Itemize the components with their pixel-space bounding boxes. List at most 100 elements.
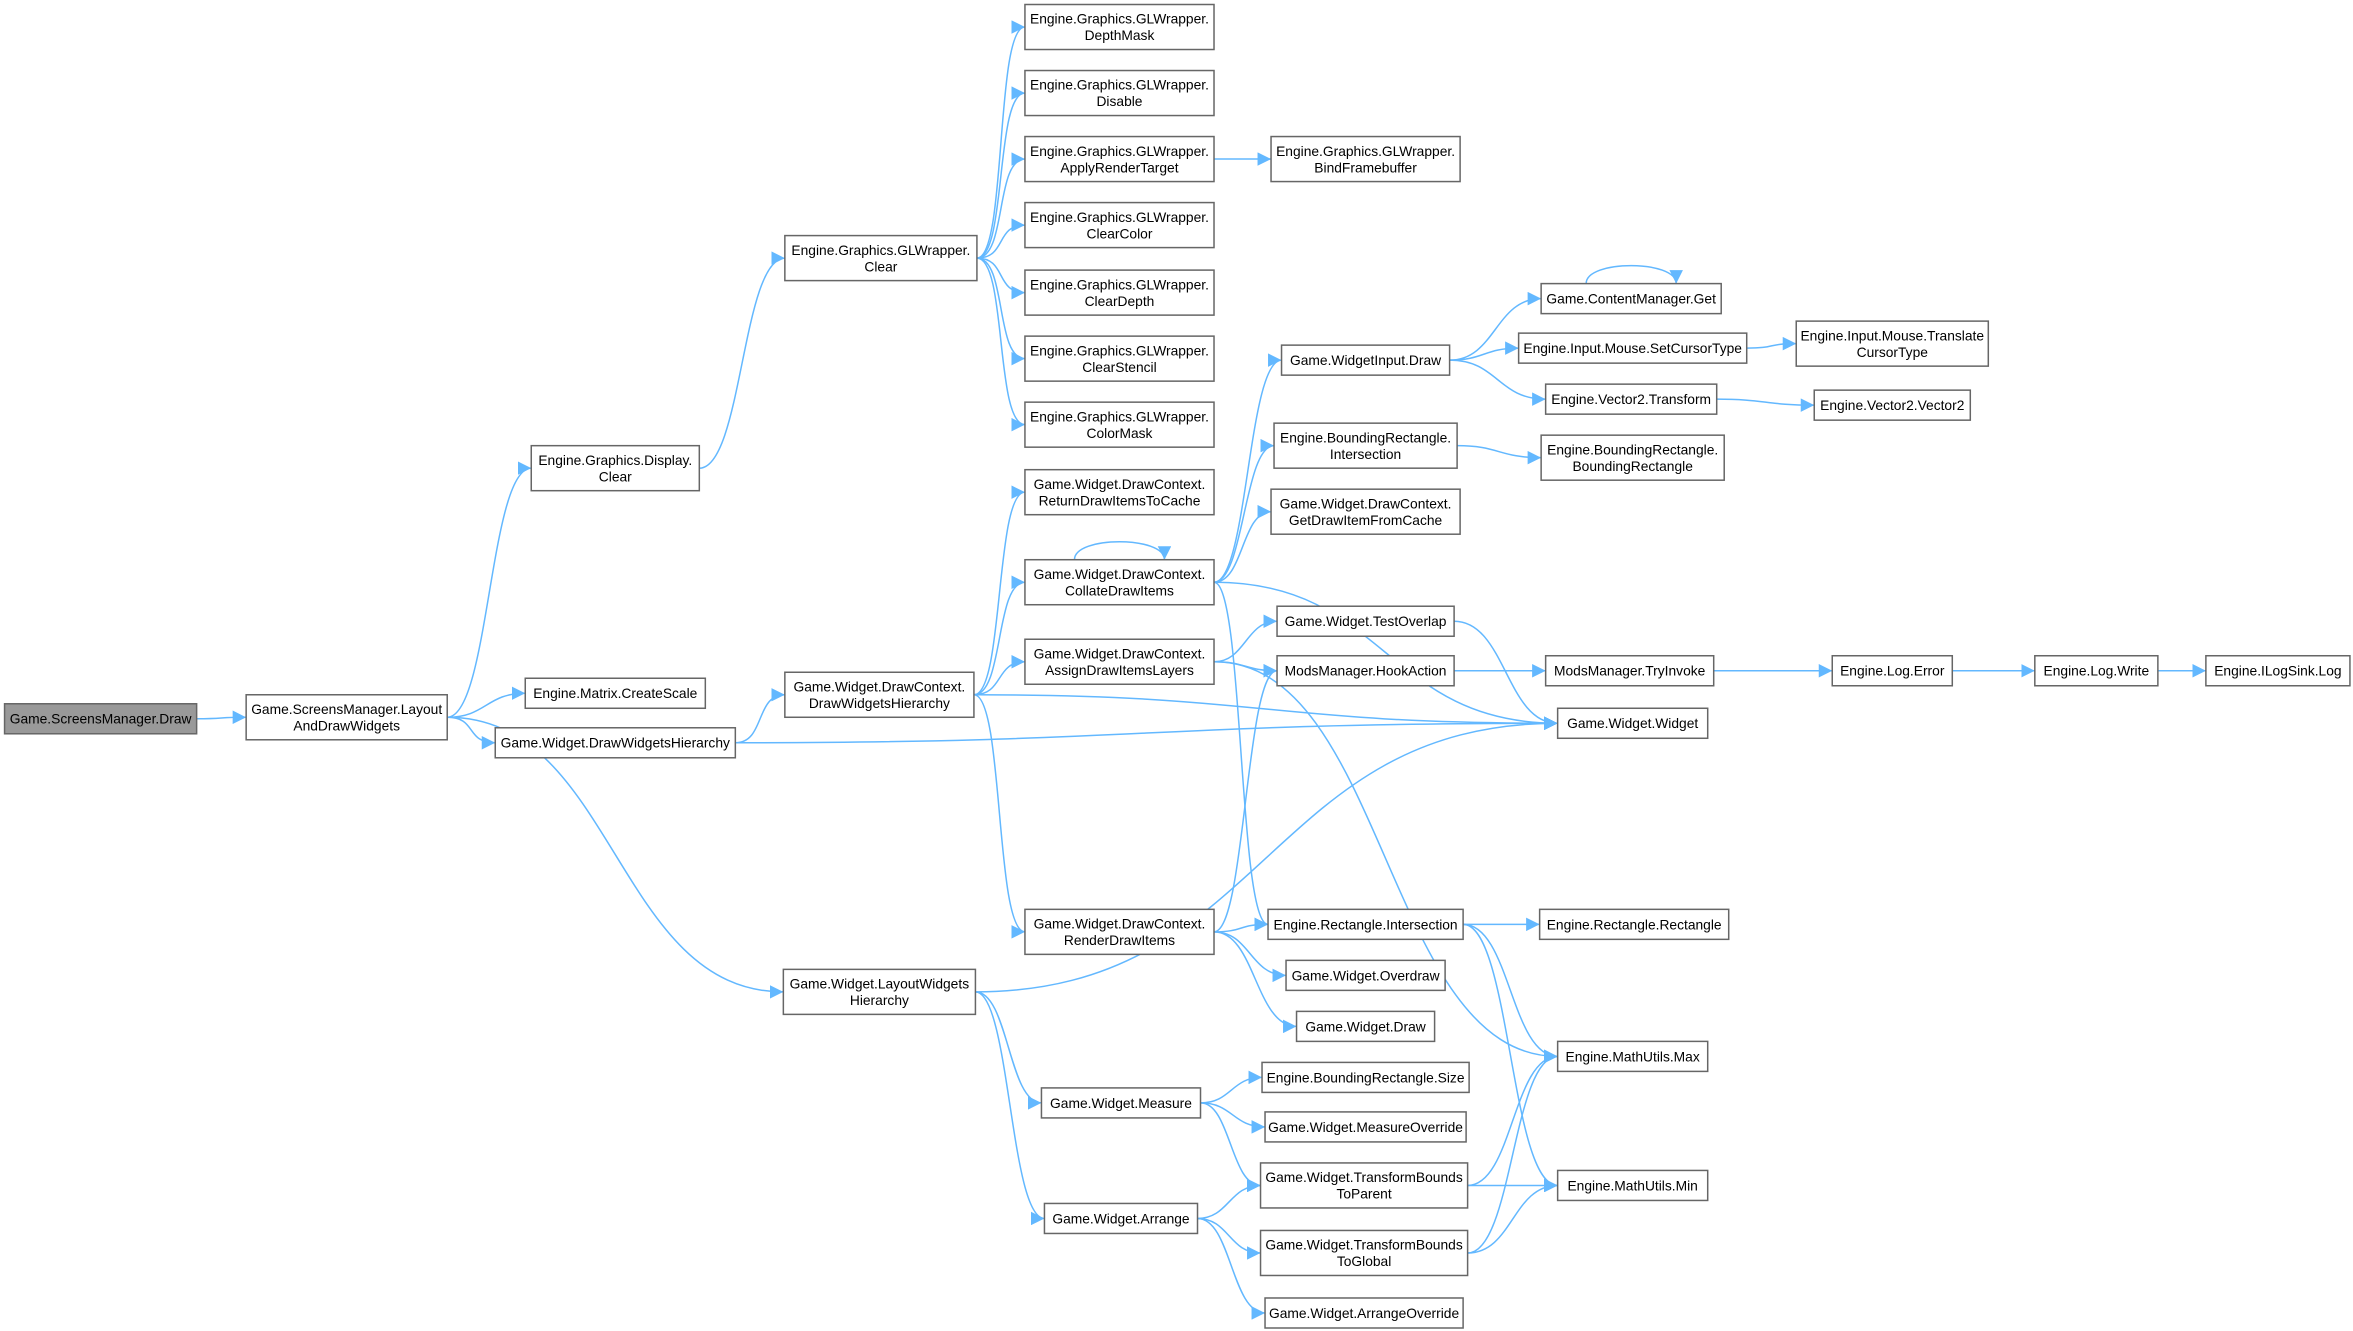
node-label: ApplyRenderTarget xyxy=(1060,160,1178,175)
edge-n14-to-n16 xyxy=(973,575,1026,696)
node-label: AssignDrawItemsLayers xyxy=(1045,663,1194,678)
node-game-screensmanager-draw[interactable]: Game.ScreensManager.Draw xyxy=(3,703,198,735)
node-engine-graphics-display-clear[interactable]: Engine.Graphics.Display.Clear xyxy=(530,444,701,492)
node-game-widgetinput-draw[interactable]: Game.WidgetInput.Draw xyxy=(1280,344,1451,376)
node-engine-boundingrectangle-intersection[interactable]: Engine.BoundingRectangle.Intersection xyxy=(1273,422,1458,469)
node-engine-graphics-glwrapper-bindframebuffer[interactable]: Engine.Graphics.GLWrapper.BindFramebuffe… xyxy=(1270,135,1461,183)
node-engine-graphics-glwrapper-disable[interactable]: Engine.Graphics.GLWrapper.Disable xyxy=(1024,69,1215,117)
node-label: BindFramebuffer xyxy=(1314,160,1417,175)
node-label: Game.Widget.DrawContext. xyxy=(1034,646,1206,661)
node-engine-mathutils-max[interactable]: Engine.MathUtils.Max xyxy=(1556,1040,1709,1073)
node-game-widget-drawcontext-assigndrawitemslayers[interactable]: Game.Widget.DrawContext. AssignDrawItemsL… xyxy=(1024,638,1215,686)
node-box xyxy=(1024,558,1215,606)
edge-n39-to-n41 xyxy=(975,991,1045,1226)
node-box xyxy=(1040,1087,1202,1119)
node-label: Game.Widget.TransformBounds xyxy=(1265,1238,1462,1253)
node-label: Game.Widget.Draw xyxy=(1305,1019,1425,1034)
edge-n25-to-n27 xyxy=(1746,336,1797,351)
node-game-contentmanager-get[interactable]: Game.ContentManager.Get xyxy=(1540,282,1722,315)
node-label: CursorType xyxy=(1857,345,1929,360)
node-label: Engine.ILogSink.Log xyxy=(2214,664,2341,679)
node-box xyxy=(1540,434,1725,481)
node-modsmanager-hookaction[interactable]: ModsManager.HookAction xyxy=(1276,654,1455,687)
edge-n1-to-n2 xyxy=(447,686,526,719)
node-label: Game.ScreensManager.Layout xyxy=(251,702,442,717)
edges-layer xyxy=(196,20,2206,1320)
node-label: Game.Widget.Widget xyxy=(1567,716,1698,731)
node-game-widget-drawcontext-renderdrawitems[interactable]: Game.Widget.DrawContext.RenderDrawItems xyxy=(1024,908,1215,956)
node-game-widget-overdraw[interactable]: Game.Widget.Overdraw xyxy=(1285,959,1446,992)
edge-n44-to-n47 xyxy=(1467,1049,1558,1187)
edge-n16-to-n21 xyxy=(1213,504,1272,583)
node-engine-mathutils-min[interactable]: Engine.MathUtils.Min xyxy=(1556,1169,1709,1202)
node-engine-rectangle-rectangle[interactable]: Engine.Rectangle.Rectangle xyxy=(1538,908,1730,941)
node-box xyxy=(1280,344,1451,376)
node-game-widget-measureoverride[interactable]: Game.Widget.MeasureOverride xyxy=(1264,1111,1467,1143)
node-engine-vector2-transform[interactable]: Engine.Vector2.Transform xyxy=(1544,383,1718,415)
node-game-widget-draw[interactable]: Game.Widget.Draw xyxy=(1295,1010,1436,1043)
node-box xyxy=(1556,1169,1709,1202)
node-game-widget-testoverlap[interactable]: Game.Widget.TestOverlap xyxy=(1276,605,1455,637)
node-label: DepthMask xyxy=(1085,28,1155,43)
edge-n39-to-n40 xyxy=(975,991,1042,1110)
node-box xyxy=(1544,654,1715,687)
node-engine-boundingrectangle-boundingrectangle[interactable]: Engine.BoundingRectangle.BoundingRectang… xyxy=(1540,434,1725,481)
node-engine-graphics-glwrapper-clearstencil[interactable]: Engine.Graphics.GLWrapper.ClearStencil xyxy=(1024,335,1215,382)
node-label: Engine.MathUtils.Min xyxy=(1567,1178,1697,1193)
node-engine-graphics-glwrapper-applyrendertarget[interactable]: Engine.Graphics.GLWrapper.ApplyRenderTar… xyxy=(1024,135,1215,183)
edge-n17-to-n22 xyxy=(1214,614,1278,663)
node-label: Game.Widget.DrawContext. xyxy=(1034,567,1206,582)
node-game-widget-drawcontext-collatedrawitems[interactable]: Game.Widget.DrawContext.CollateDrawItems xyxy=(1024,558,1215,606)
node-modsmanager-tryinvoke[interactable]: ModsManager.TryInvoke xyxy=(1544,654,1715,687)
edge-n5-to-n11 xyxy=(976,257,1025,300)
node-game-widget-arrange[interactable]: Game.Widget.Arrange xyxy=(1043,1202,1199,1235)
node-box xyxy=(1270,488,1461,535)
edge-n40-to-n43 xyxy=(1200,1102,1266,1134)
node-game-widget-arrangeoverride[interactable]: Game.Widget.ArrangeOverride xyxy=(1264,1297,1464,1329)
node-game-widget-measure[interactable]: Game.Widget.Measure xyxy=(1040,1087,1202,1119)
node-box xyxy=(1540,282,1722,315)
edge-n19-to-n26 xyxy=(1449,359,1546,406)
node-engine-graphics-glwrapper-cleardepth[interactable]: Engine.Graphics.GLWrapper.ClearDepth xyxy=(1024,269,1215,316)
node-label: ToGlobal xyxy=(1337,1254,1391,1269)
node-engine-boundingrectangle-size[interactable]: Engine.BoundingRectangle.Size xyxy=(1261,1061,1470,1094)
node-game-widget-drawcontext-getdrawitemfromcache[interactable]: Game.Widget.DrawContext.GetDrawItemFromC… xyxy=(1270,488,1461,535)
edge-n5-to-n10 xyxy=(976,218,1025,259)
node-label: Game.Widget.DrawContext. xyxy=(1034,917,1206,932)
node-box xyxy=(2205,654,2351,687)
edge-n22-to-n31 xyxy=(1454,620,1558,730)
node-game-widget-widget[interactable]: Game.Widget.Widget xyxy=(1556,707,1709,740)
node-box xyxy=(1024,269,1215,316)
node-engine-rectangle-intersection[interactable]: Engine.Rectangle.Intersection xyxy=(1267,908,1464,941)
node-label: Engine.Graphics.GLWrapper. xyxy=(1030,12,1209,27)
nodes-layer: Game.ScreensManager.Draw Game.ScreensMana… xyxy=(3,3,2351,1329)
node-label: Clear xyxy=(864,259,897,274)
node-box xyxy=(3,703,198,735)
node-engine-graphics-glwrapper-clearcolor[interactable]: Engine.Graphics.GLWrapper.ClearColor xyxy=(1024,201,1215,249)
node-engine-graphics-glwrapper-depthmask[interactable]: Engine.Graphics.GLWrapper.DepthMask xyxy=(1024,3,1215,51)
node-engine-ilogsink-log[interactable]: Engine.ILogSink.Log xyxy=(2205,654,2351,687)
node-label: ColorMask xyxy=(1087,426,1153,441)
edge-n18-to-n35 xyxy=(1214,917,1269,933)
edge-n16-to-n35 xyxy=(1213,581,1269,931)
node-engine-graphics-glwrapper-colormask[interactable]: Engine.Graphics.GLWrapper.ColorMask xyxy=(1024,401,1215,448)
node-engine-log-error[interactable]: Engine.Log.Error xyxy=(1831,654,1954,687)
node-label: Game.Widget.DrawWidgetsHierarchy xyxy=(501,736,730,751)
node-label: Game.Widget.TransformBounds xyxy=(1265,1170,1462,1185)
edge-n41-to-n45 xyxy=(1197,1217,1261,1260)
node-engine-graphics-glwrapper-clear[interactable]: Engine.Graphics.GLWrapper.Clear xyxy=(784,234,978,282)
node-engine-vector2-vector2[interactable]: Engine.Vector2.Vector2 xyxy=(1813,389,1972,421)
node-engine-log-write[interactable]: Engine.Log.Write xyxy=(2034,654,2159,687)
node-box xyxy=(1024,401,1215,448)
node-game-widget-drawcontext-drawwidgetshierarchy[interactable]: Game.Widget.DrawContext.DrawWidgetsHiera… xyxy=(784,671,975,719)
node-label: Engine.Graphics.GLWrapper. xyxy=(1030,277,1209,292)
node-engine-input-mouse-setcursortype[interactable]: Engine.Input.Mouse.SetCursorType xyxy=(1517,332,1748,364)
node-engine-matrix-createscale[interactable]: Engine.Matrix.CreateScale xyxy=(524,677,707,710)
node-game-widget-drawcontext-returndrawitemstocache[interactable]: Game.Widget.DrawContext.ReturnDrawItemsT… xyxy=(1024,468,1215,516)
node-game-widget-drawwidgetshierarchy[interactable]: Game.Widget.DrawWidgetsHierarchy xyxy=(494,727,737,759)
